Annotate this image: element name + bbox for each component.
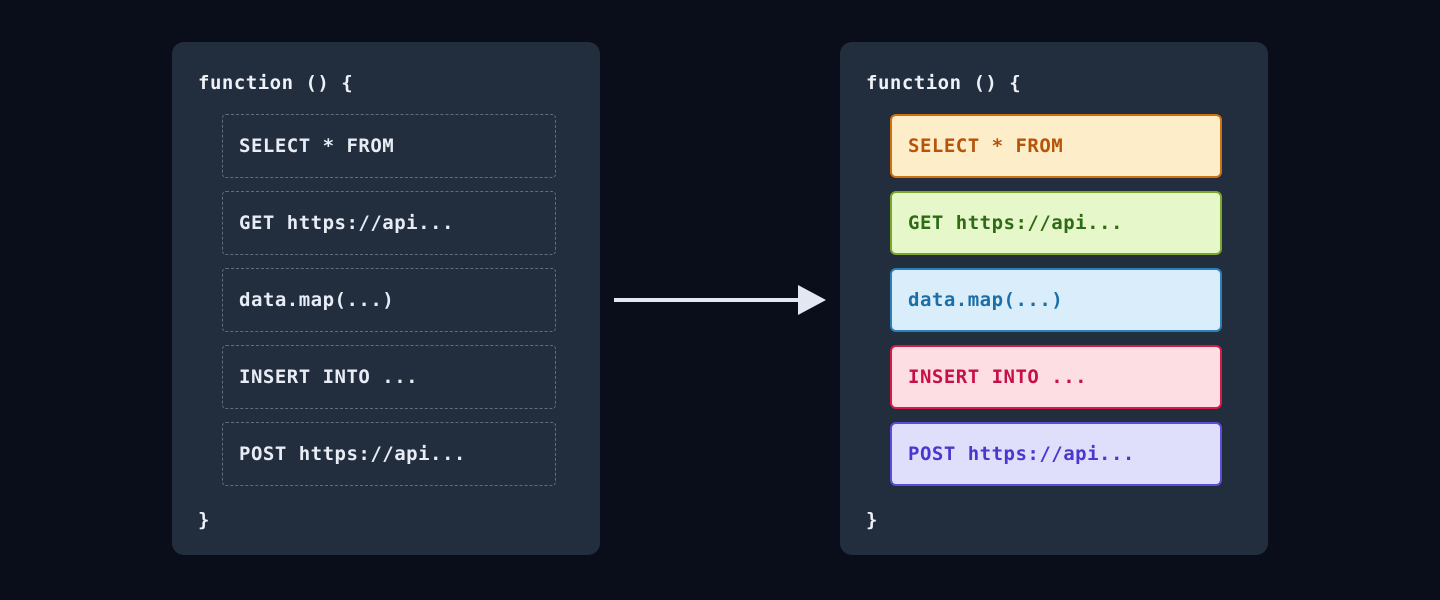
statement-label: data.map(...) (908, 289, 1064, 311)
statement-label: POST https://api... (908, 443, 1135, 465)
function-open-line: function () { (198, 72, 354, 94)
statement-label: POST https://api... (239, 443, 466, 465)
statement-select[interactable]: SELECT * FROM (890, 114, 1222, 178)
after-statement-list: SELECT * FROM GET https://api... data.map(… (890, 114, 1222, 499)
statement-get[interactable]: GET https://api... (222, 191, 556, 255)
statement-insert[interactable]: INSERT INTO ... (890, 345, 1222, 409)
statement-insert[interactable]: INSERT INTO ... (222, 345, 556, 409)
transform-arrow (612, 282, 828, 318)
statement-select[interactable]: SELECT * FROM (222, 114, 556, 178)
function-open-line: function () { (866, 72, 1022, 94)
function-close-line: } (866, 509, 878, 531)
before-panel: function () { SELECT * FROM GET https://a… (172, 42, 600, 555)
statement-label: INSERT INTO ... (239, 366, 419, 388)
statement-label: data.map(...) (239, 289, 395, 311)
function-close-line: } (198, 509, 210, 531)
statement-label: GET https://api... (908, 212, 1123, 234)
statement-label: SELECT * FROM (239, 135, 395, 157)
arrow-icon (614, 285, 826, 315)
statement-post[interactable]: POST https://api... (222, 422, 556, 486)
statement-label: GET https://api... (239, 212, 454, 234)
statement-label: SELECT * FROM (908, 135, 1064, 157)
after-panel: function () { SELECT * FROM GET https://a… (840, 42, 1268, 555)
statement-get[interactable]: GET https://api... (890, 191, 1222, 255)
statement-label: INSERT INTO ... (908, 366, 1088, 388)
statement-datamap[interactable]: data.map(...) (890, 268, 1222, 332)
before-statement-list: SELECT * FROM GET https://api... data.map(… (222, 114, 556, 499)
statement-post[interactable]: POST https://api... (890, 422, 1222, 486)
statement-datamap[interactable]: data.map(...) (222, 268, 556, 332)
